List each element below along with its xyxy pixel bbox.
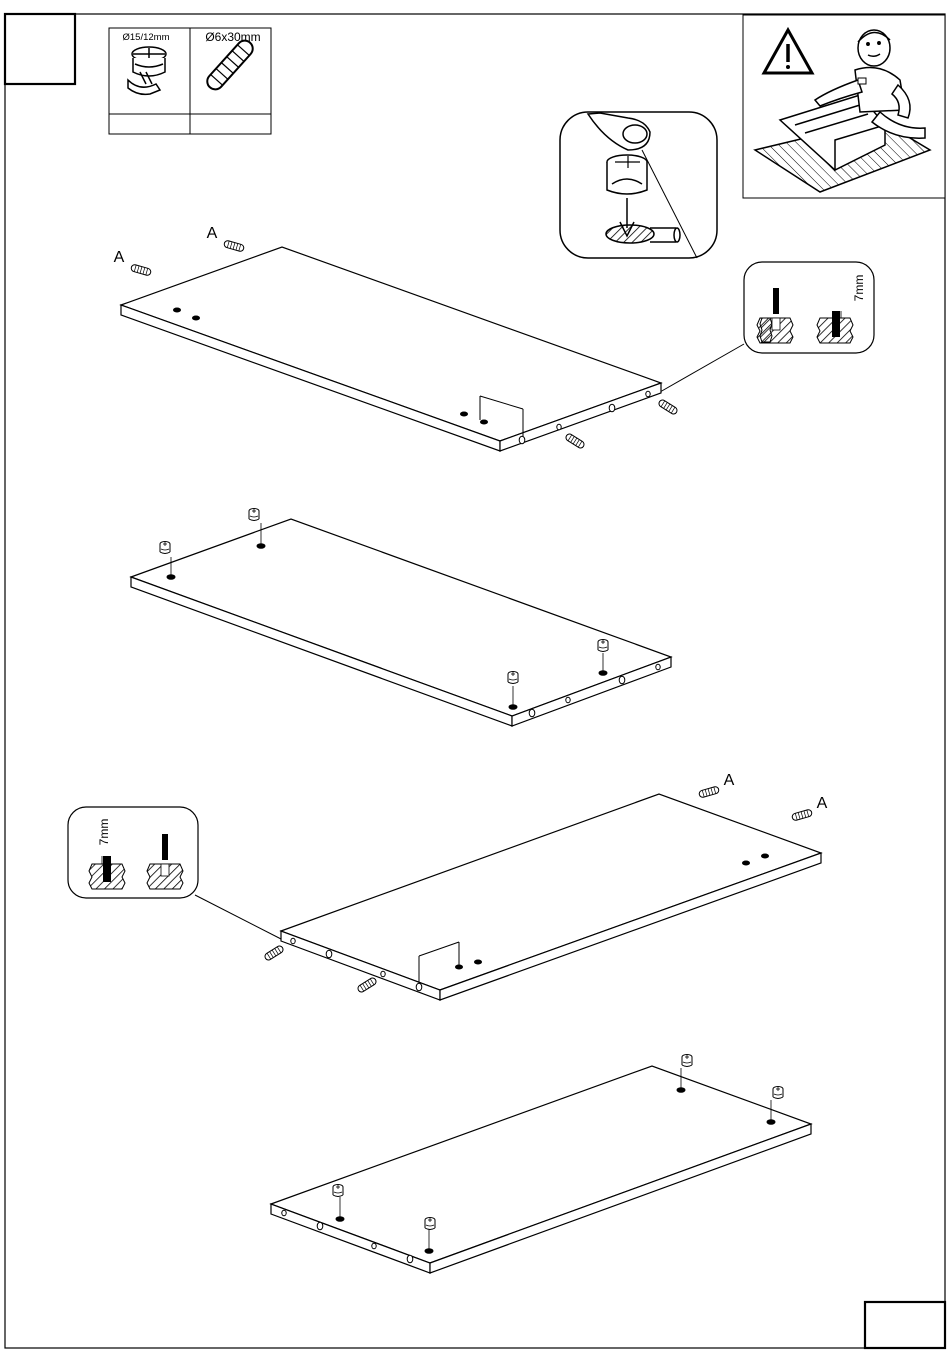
page-number-box (865, 1302, 945, 1348)
part-a-label: A (724, 772, 735, 789)
cam-lock-icon (128, 47, 166, 94)
dowel-icon (204, 37, 256, 92)
dowel-depth-detail-right: 7mm (660, 262, 874, 392)
cam-lock-icon (607, 155, 647, 194)
part-a-label: A (817, 795, 828, 812)
panel-1-with-dowels: A A (114, 225, 679, 451)
dowel-depth-detail-left: 7mm (68, 807, 283, 940)
depth-measurement-label: 7mm (97, 819, 111, 846)
part-a-label: A (114, 249, 125, 266)
panel-2-with-cam-locks (131, 509, 671, 727)
part-a-label: A (207, 225, 218, 242)
parts-table: Ø15/12mm Ø6x30mm (109, 28, 271, 134)
dowel-size-label: Ø6x30mm (205, 30, 260, 44)
depth-measurement-label: 7mm (852, 275, 866, 302)
cam-lock-size-label: Ø15/12mm (123, 32, 170, 43)
cam-lock-detail-view (560, 112, 717, 258)
panel-4-with-cam-locks (271, 1055, 811, 1274)
step-number-box (5, 14, 75, 84)
work-surface-warning (743, 15, 945, 198)
panel-3-with-dowels: A A (264, 772, 828, 1000)
